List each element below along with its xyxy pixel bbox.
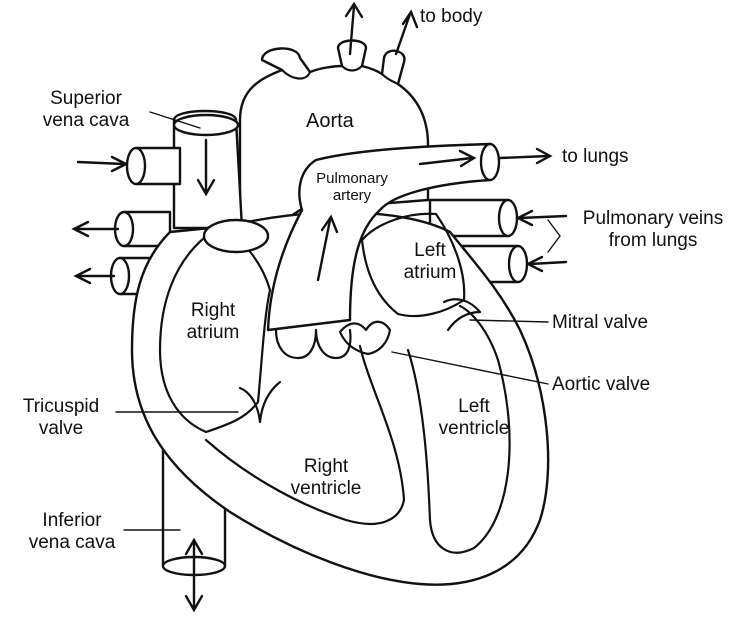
superior-vena-cava-opening — [174, 115, 238, 135]
tricuspid-valve-label-line2: valve — [6, 418, 116, 440]
right-pulmonary-branch-upper-end — [127, 148, 145, 184]
left-atrium-label-line1: Left — [398, 240, 462, 262]
left-atrium-label-line2: atrium — [398, 262, 462, 284]
pulmonary-veins-label: Pulmonary veins from lungs — [568, 208, 738, 252]
pulmonary-veins-label-line2: from lungs — [568, 230, 738, 252]
right-ventricle-label-line2: ventricle — [276, 478, 376, 500]
svc-branch-in-arrow — [78, 162, 124, 164]
right-ventricle-label-line1: Right — [276, 456, 376, 478]
right-atrium-label-line2: atrium — [176, 322, 250, 344]
pulmonary-veins-bracket — [548, 220, 560, 252]
pulmonary-artery-label-line2: artery — [306, 187, 398, 204]
left-atrium-label: Left atrium — [398, 240, 462, 284]
right-atrium-opening — [204, 220, 268, 252]
left-ventricle-label: Left ventricle — [424, 396, 524, 440]
pulmonary-veins-label-line1: Pulmonary veins — [568, 208, 738, 230]
mitral-valve-label: Mitral valve — [552, 312, 648, 334]
to-lungs-label: to lungs — [562, 146, 629, 168]
aortic-valve-label: Aortic valve — [552, 374, 650, 396]
to-lungs-arrow — [500, 156, 548, 158]
right-atrium-label: Right atrium — [176, 300, 250, 344]
to-body-label: to body — [420, 6, 482, 28]
tricuspid-valve-label-line1: Tricuspid — [6, 396, 116, 418]
pulmonary-artery-label-line1: Pulmonary — [306, 170, 398, 187]
superior-vena-cava-label-line2: vena cava — [16, 110, 156, 132]
tricuspid-valve-label: Tricuspid valve — [6, 396, 116, 440]
left-pulmonary-vein-lower-end — [509, 246, 527, 282]
inferior-vena-cava-label-line1: Inferior — [14, 510, 130, 532]
pulmonary-artery-label: Pulmonary artery — [306, 170, 398, 204]
right-atrium-label-line1: Right — [176, 300, 250, 322]
pulmonary-vein-in-arrow-upper — [520, 216, 566, 218]
inferior-vena-cava-label-line2: vena cava — [14, 532, 130, 554]
pulmonary-vein-in-arrow-lower — [530, 262, 566, 264]
superior-vena-cava-label-line1: Superior — [16, 88, 156, 110]
superior-vena-cava-label: Superior vena cava — [16, 88, 156, 132]
left-pulmonary-vein-upper-end — [499, 200, 517, 236]
aorta-label: Aorta — [306, 110, 354, 132]
inferior-vena-cava-label: Inferior vena cava — [14, 510, 130, 554]
left-ventricle-label-line1: Left — [424, 396, 524, 418]
right-ventricle-label: Right ventricle — [276, 456, 376, 500]
left-ventricle-label-line2: ventricle — [424, 418, 524, 440]
to-body-arrow-right — [396, 14, 410, 54]
pulmonary-artery-opening — [481, 144, 499, 180]
